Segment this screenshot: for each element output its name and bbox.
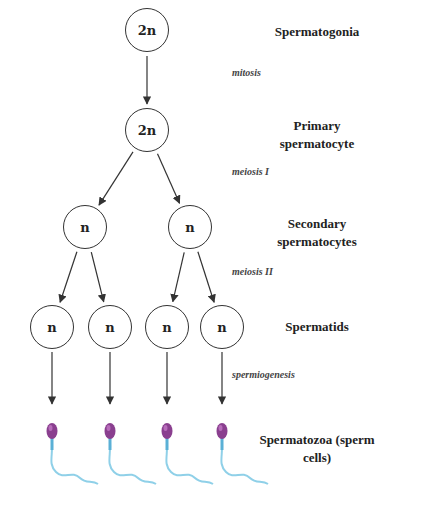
cell-circle: n bbox=[30, 305, 74, 349]
cell-circle: n bbox=[145, 305, 189, 349]
division-arrow bbox=[173, 252, 184, 301]
sperm-cells bbox=[47, 423, 269, 484]
process-name: spermiogenesis bbox=[232, 369, 295, 380]
ploidy-label: n bbox=[105, 320, 114, 335]
division-arrow bbox=[158, 154, 180, 203]
stage-name: Spermatogonia bbox=[257, 23, 377, 41]
division-arrow bbox=[99, 152, 133, 205]
ploidy-label: n bbox=[217, 320, 226, 335]
ploidy-label: 2n bbox=[138, 123, 157, 138]
process-name: meiosis I bbox=[232, 166, 269, 177]
ploidy-label: n bbox=[162, 320, 171, 335]
ploidy-label: n bbox=[47, 320, 56, 335]
cell-circle: n bbox=[63, 205, 107, 249]
spermiogenesis-arrows bbox=[52, 352, 222, 404]
stage-name: Spermatids bbox=[257, 318, 377, 336]
division-arrow bbox=[60, 252, 77, 303]
cell-circle: n bbox=[168, 205, 212, 249]
stage-name: Spermatozoa (sperm cells) bbox=[257, 431, 377, 467]
process-name: meiosis II bbox=[232, 266, 273, 277]
division-arrow bbox=[146, 56, 147, 104]
stage-name: Primary spermatocyte bbox=[257, 117, 377, 153]
cell-circle: n bbox=[200, 305, 244, 349]
cell-circle: 2n bbox=[125, 8, 169, 52]
ploidy-label: 2n bbox=[138, 23, 157, 38]
cell-circle: n bbox=[88, 305, 132, 349]
stage-name: Secondary spermatocytes bbox=[257, 215, 377, 251]
ploidy-label: n bbox=[80, 220, 89, 235]
process-name: mitosis bbox=[232, 67, 261, 78]
ploidy-label: n bbox=[185, 220, 194, 235]
division-arrow bbox=[198, 252, 214, 302]
cell-circle: 2n bbox=[125, 108, 169, 152]
division-arrow bbox=[91, 252, 103, 302]
